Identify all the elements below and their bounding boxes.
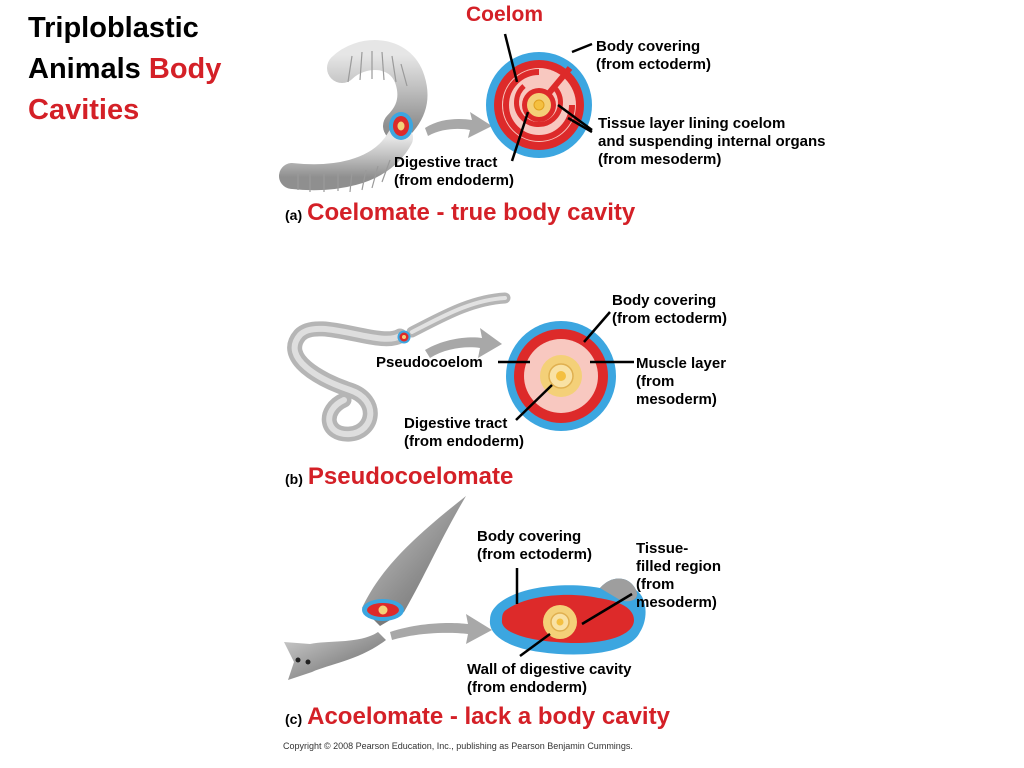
label-a-tissue-layer: Tissue layer lining coelom and suspendin… (598, 115, 826, 168)
caption-c-text: Acoelomate - lack a body cavity (307, 703, 670, 730)
caption-c: (c)Acoelomate - lack a body cavity (285, 703, 670, 731)
label-b-digestive-tract: Digestive tract (from endoderm) (404, 415, 524, 450)
title-line-3: Cavities (28, 94, 140, 126)
roundworm-illustration (287, 292, 511, 442)
coelom-label: Coelom (466, 3, 544, 26)
arrow-b (425, 328, 502, 358)
caption-c-letter: (c) (285, 711, 303, 727)
caption-b: (b)Pseudocoelomate (285, 463, 513, 491)
caption-a: (a)Coelomate - true body cavity (285, 199, 635, 227)
label-c-wall-digestive: Wall of digestive cavity (from endoderm) (467, 661, 632, 696)
label-c-body-covering: Body covering (from ectoderm) (477, 528, 593, 563)
earthworm-illustration (279, 40, 428, 193)
caption-a-letter: (a) (285, 207, 303, 223)
slide-title: Triploblastic Animals Body Cavities (28, 8, 221, 131)
caption-a-text: Coelomate - true body cavity (307, 199, 636, 226)
label-b-muscle-layer: Muscle layer (from mesoderm) (636, 355, 727, 408)
title-line-2: Animals Body (28, 49, 221, 90)
label-b-pseudocoelom: Pseudocoelom (376, 354, 483, 371)
acoelomate-cross-section (489, 578, 646, 655)
label-a-body-covering: Body covering (from ectoderm) (596, 38, 712, 73)
label-b-body-covering: Body covering (from ectoderm) (612, 292, 728, 327)
arrow-a (425, 112, 492, 138)
title-line-1: Triploblastic (28, 12, 199, 44)
arrow-c (390, 614, 492, 644)
caption-b-text: Pseudocoelomate (307, 463, 514, 490)
title-word-body: Body (148, 53, 222, 85)
copyright-notice: Copyright © 2008 Pearson Education, Inc.… (283, 741, 633, 751)
title-word-animals: Animals (28, 53, 141, 85)
leader-lines-b (498, 311, 634, 421)
leader-lines-a (503, 33, 593, 162)
leader-lines-c (515, 568, 633, 658)
coelomate-cross-section (486, 52, 592, 158)
label-a-digestive-tract: Digestive tract (from endoderm) (394, 154, 514, 189)
flatworm-illustration (284, 496, 466, 680)
caption-b-letter: (b) (285, 471, 303, 487)
label-c-tissue-filled: Tissue- filled region (from mesoderm) (636, 540, 722, 611)
